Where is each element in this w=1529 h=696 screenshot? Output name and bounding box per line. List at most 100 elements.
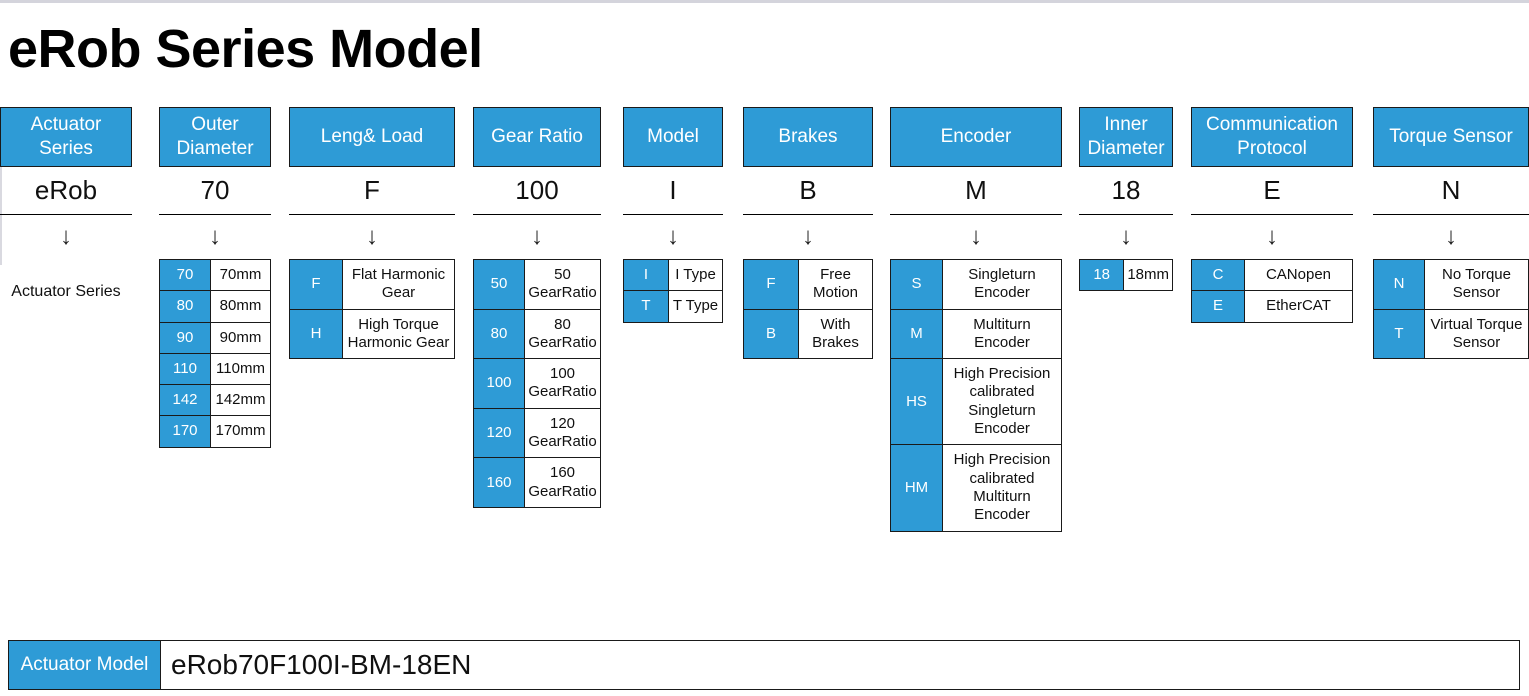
down-arrow-icon: ↓ [970, 223, 982, 250]
down-arrow-icon: ↓ [366, 223, 378, 250]
option-code: 80 [159, 290, 211, 323]
option-description: 18mm [1123, 258, 1173, 292]
left-edge-rule [0, 155, 2, 265]
column-header-inner-diameter: Inner Diameter [1079, 107, 1173, 167]
option-code: 142 [159, 384, 211, 417]
option-code: 80 [473, 308, 525, 360]
option-description: 80mm [210, 290, 271, 323]
down-arrow-icon: ↓ [60, 223, 72, 250]
option-description: 100 GearRatio [524, 358, 601, 409]
option-description: 90mm [210, 321, 271, 354]
option-code: 160 [473, 457, 525, 508]
option-code: 90 [159, 321, 211, 354]
column-value-inner-diameter: 18 [1079, 167, 1173, 215]
option-code: T [1373, 308, 1425, 360]
option-description: High Torque Harmonic Gear [342, 308, 455, 360]
option-description: 142mm [210, 384, 271, 417]
column-value-brakes: B [743, 167, 873, 215]
option-description: Free Motion [798, 259, 873, 310]
option-description: 110mm [210, 352, 271, 386]
column-value-encoder: M [890, 167, 1062, 215]
column-header-actuator-series: Actuator Series [0, 107, 132, 167]
option-code: F [743, 259, 799, 310]
option-description: 120 GearRatio [524, 407, 601, 459]
column-value-outer-diameter: 70 [159, 167, 271, 215]
option-description: 50 GearRatio [524, 259, 601, 310]
option-description: No Torque Sensor [1424, 259, 1529, 310]
down-arrow-icon: ↓ [209, 223, 221, 250]
option-code: H [289, 308, 343, 360]
down-arrow-icon: ↓ [1445, 223, 1457, 250]
down-arrow-icon: ↓ [667, 223, 679, 250]
option-code: 70 [159, 258, 211, 292]
option-description: Flat Harmonic Gear [342, 259, 455, 310]
option-description: Virtual Torque Sensor [1424, 308, 1529, 360]
option-description: CANopen [1244, 258, 1353, 292]
option-description: T Type [668, 290, 723, 323]
option-description: High Precision calibrated Multiturn Enco… [942, 444, 1062, 532]
option-description: High Precision calibrated Singleturn Enc… [942, 358, 1062, 446]
option-code: B [743, 308, 799, 360]
column-header-brakes: Brakes [743, 107, 873, 167]
actuator-model-label: Actuator Model [9, 641, 161, 689]
down-arrow-icon: ↓ [1120, 223, 1132, 250]
column-header-gear-ratio: Gear Ratio [473, 107, 601, 167]
down-arrow-icon: ↓ [1266, 223, 1278, 250]
column-value-communication-protocol: E [1191, 167, 1353, 215]
column-value-actuator-series: eRob [0, 167, 132, 215]
option-description: Multiturn Encoder [942, 308, 1062, 360]
option-description: 160 GearRatio [524, 457, 601, 508]
option-code: 50 [473, 259, 525, 310]
option-code: I [623, 258, 669, 292]
option-code: F [289, 259, 343, 310]
option-description: EtherCAT [1244, 290, 1353, 323]
actuator-model-value: eRob70F100I-BM-18EN [171, 649, 472, 680]
column-header-encoder: Encoder [890, 107, 1062, 167]
option-description: With Brakes [798, 308, 873, 360]
actuator-model-bar: Actuator Model eRob70F100I-BM-18EN [8, 640, 1520, 690]
option-code: 110 [159, 352, 211, 386]
option-code: 120 [473, 407, 525, 459]
option-description: 80 GearRatio [524, 308, 601, 360]
page-title: eRob Series Model [8, 19, 483, 79]
down-arrow-icon: ↓ [531, 223, 543, 250]
option-description: Singleturn Encoder [942, 259, 1062, 310]
